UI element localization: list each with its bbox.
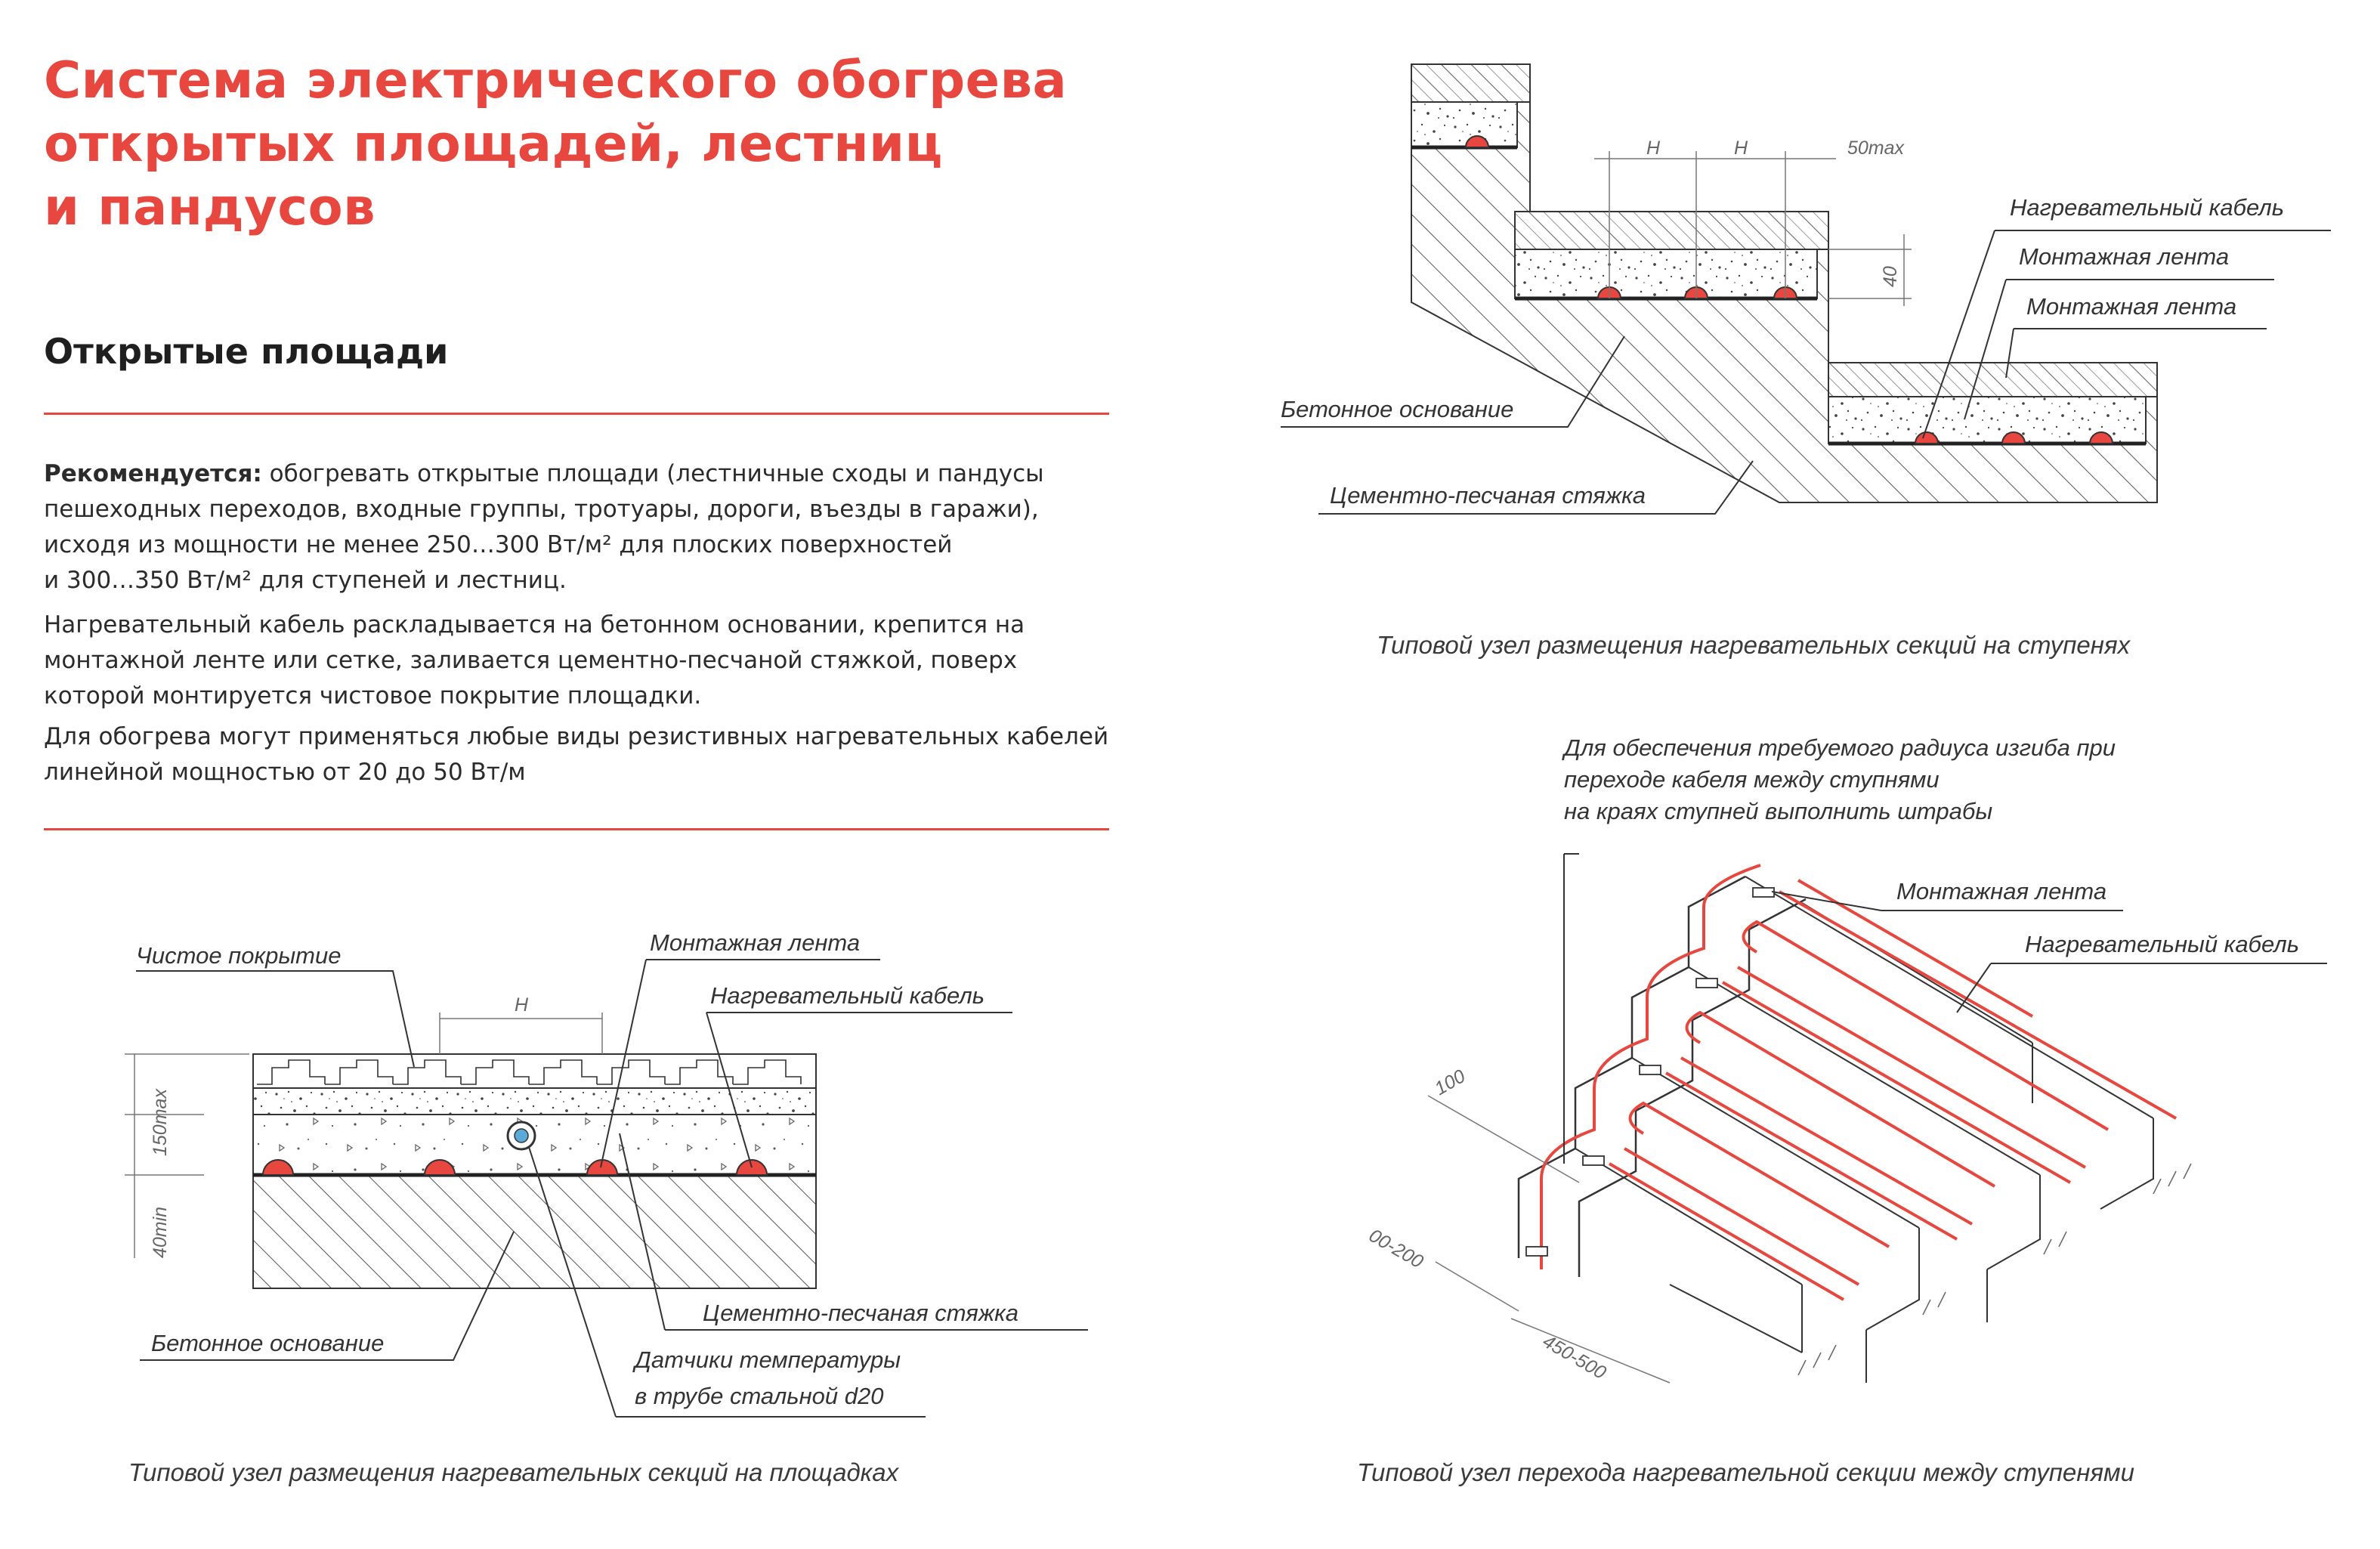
recommend-text: обогревать открытые площади (лестничные … — [261, 460, 1044, 487]
caption-transition: Типовой узел перехода нагревательной сек… — [1357, 1458, 2134, 1486]
label-cable: Нагревательный кабель — [2010, 194, 2284, 221]
label-tape: Монтажная лента — [1896, 878, 2106, 904]
note-text: переходе кабеля между ступнями — [1564, 766, 1940, 793]
dim-450: 450-500 — [1539, 1331, 1610, 1384]
paragraph-line: линейной мощностью от 20 до 50 Вт/м — [44, 759, 526, 786]
label-screed: Цементно-песчаная стяжка — [703, 1300, 1018, 1326]
label-tape: Монтажная лента — [650, 929, 860, 956]
page-title-line: открытых площадей, лестниц — [44, 114, 943, 173]
label-cable: Нагревательный кабель — [710, 982, 984, 1009]
dim-40: 40 — [1880, 266, 1901, 287]
recommend-paragraph: Рекомендуется: обогревать открытые площа… — [44, 456, 1117, 598]
label-base: Бетонное основание — [151, 1330, 384, 1356]
steps-diagram: H H 50max 40 Нагревательный кабель Монта… — [1281, 63, 2331, 515]
cable-paragraph: Нагревательный кабель раскладывается на … — [44, 608, 1117, 714]
label-base: Бетонное основание — [1281, 396, 1513, 422]
page-title-line: Система электрического обогрева — [44, 51, 1068, 110]
dim-100: 100 — [1431, 1065, 1469, 1099]
label-sensor: Датчики температуры — [632, 1346, 901, 1373]
caption-platform: Типовой узел размещения нагревательных с… — [128, 1458, 899, 1486]
recommend-label: Рекомендуется: — [44, 460, 262, 487]
note-text: Для обеспечения требуемого радиуса изгиб… — [1562, 734, 2116, 761]
dim-h: H — [1646, 138, 1661, 159]
section-title: Открытые площади — [44, 331, 449, 372]
dim-h: H — [515, 994, 529, 1016]
power-paragraph: Для обогрева могут применяться любые вид… — [44, 719, 1117, 790]
dim-50max: 50max — [1847, 138, 1906, 159]
page-title: Система электрического обогрева открытых… — [44, 48, 1177, 239]
dim-h: H — [1734, 138, 1748, 159]
label-finish: Чистое покрытие — [136, 942, 341, 969]
page-title-line: и пандусов — [44, 178, 376, 237]
divider — [44, 413, 1109, 415]
recommend-text: пешеходных переходов, входные группы, тр… — [44, 496, 1039, 523]
platform-diagram: H 150max 40min Чистое покрытие Монтажная… — [125, 929, 1088, 1418]
label-tape: Монтажная лента — [2026, 293, 2236, 320]
caption-steps: Типовой узел размещения нагревательных с… — [1377, 631, 2131, 659]
note-text: на краях ступней выполнить штрабы — [1564, 798, 1992, 824]
divider — [44, 828, 1109, 830]
label-tape: Монтажная лента — [2019, 243, 2229, 270]
transition-diagram: Для обеспечения требуемого радиуса изгиб… — [1365, 734, 2327, 1384]
recommend-text: исходя из мощности не менее 250…300 Вт/м… — [44, 531, 953, 558]
label-cable: Нагревательный кабель — [2025, 931, 2299, 957]
dim-150max: 150max — [150, 1088, 171, 1156]
paragraph-line: которой монтируется чистовое покрытие пл… — [44, 682, 702, 710]
paragraph-line: Нагревательный кабель раскладывается на … — [44, 611, 1025, 638]
recommend-text: и 300…350 Вт/м² для ступеней и лестниц. — [44, 567, 567, 594]
paragraph-line: Для обогрева могут применяться любые вид… — [44, 723, 1109, 750]
label-sensor: в трубе стальной d20 — [635, 1383, 883, 1409]
paragraph-line: монтажной ленте или сетке, заливается це… — [44, 647, 1018, 674]
dim-200: 00-200 — [1365, 1225, 1426, 1272]
label-screed: Цементно-песчаная стяжка — [1330, 482, 1646, 509]
dim-40min: 40min — [150, 1207, 171, 1258]
